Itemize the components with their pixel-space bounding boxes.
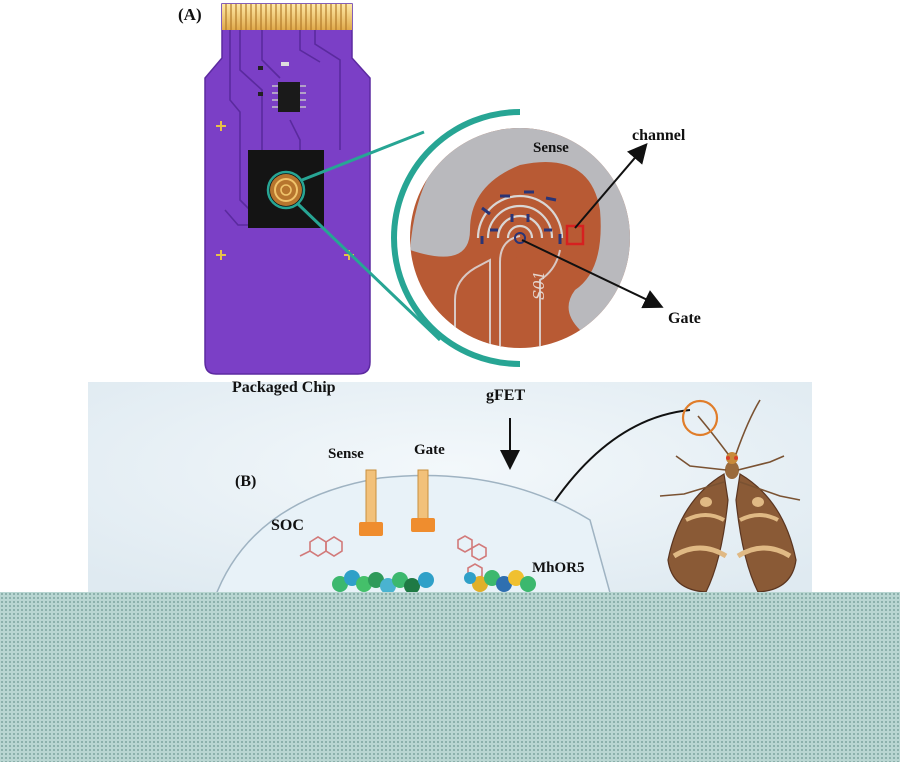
cover-band bbox=[0, 592, 900, 762]
soc-label: SOC bbox=[271, 517, 304, 534]
zoom-connectors bbox=[296, 130, 442, 342]
chip-marking: S01 bbox=[530, 271, 548, 300]
board-traces bbox=[224, 30, 341, 226]
gate-electrode-label: Gate bbox=[414, 442, 445, 458]
sense-area-label: Sense bbox=[533, 140, 569, 156]
gate-area-label: Gate bbox=[668, 310, 701, 327]
packaged-chip bbox=[204, 3, 371, 375]
antenna-highlight bbox=[681, 399, 719, 437]
panel-b-label: (B) bbox=[235, 473, 257, 490]
sensing-interface bbox=[212, 469, 613, 601]
gfet-zoom: S01 bbox=[391, 109, 630, 367]
mhor5-receptor bbox=[332, 570, 536, 594]
channel-label: channel bbox=[632, 127, 686, 144]
zoom-source-ring bbox=[266, 170, 306, 210]
ic-package bbox=[278, 82, 300, 112]
panel-a-label: (A) bbox=[178, 5, 202, 24]
sense-electrode-label: Sense bbox=[328, 446, 364, 462]
gate-electrode bbox=[411, 518, 435, 532]
packaged-chip-label: Packaged Chip bbox=[232, 379, 336, 396]
gfet-label: gFET bbox=[486, 387, 526, 404]
gold-pins bbox=[222, 4, 352, 30]
sense-electrode bbox=[359, 522, 383, 536]
moth bbox=[659, 399, 801, 593]
mhor5-label: MhOR5 bbox=[532, 560, 585, 576]
soc-molecule bbox=[299, 536, 343, 557]
channel-highlight bbox=[565, 224, 585, 246]
